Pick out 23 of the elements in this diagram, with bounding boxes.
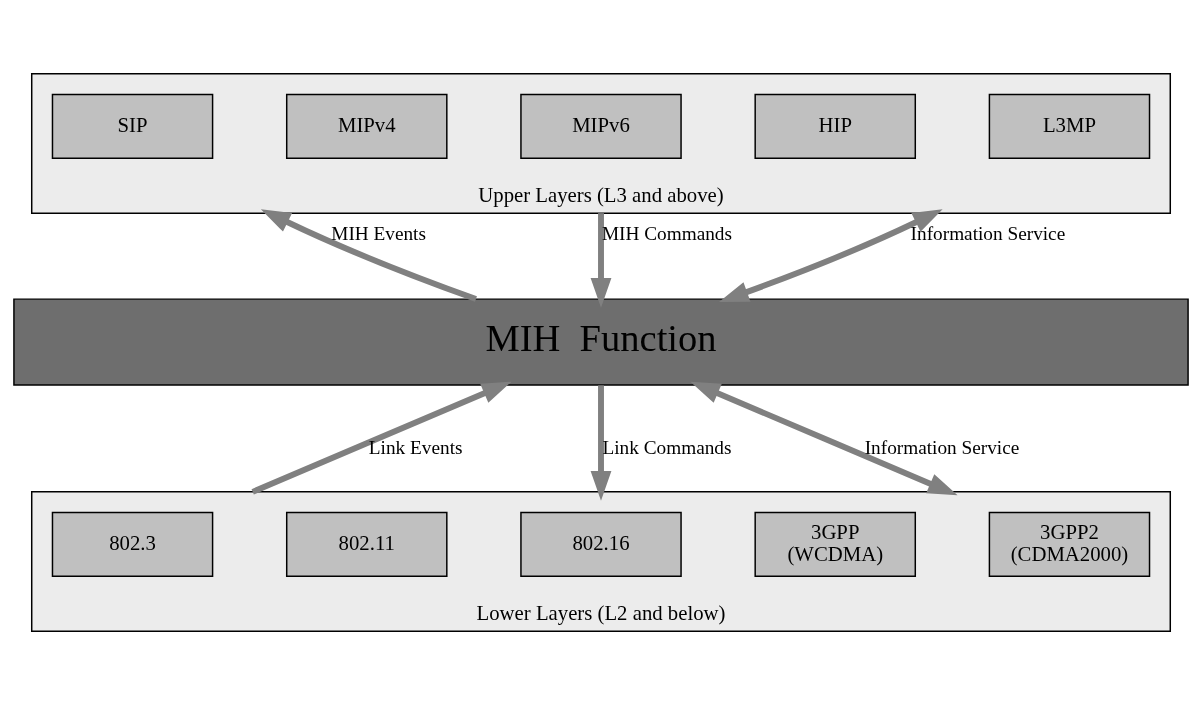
arrow [719, 208, 943, 302]
node-box: MIPv4 [285, 93, 448, 159]
node-box: SIP [51, 93, 214, 159]
arrow [690, 381, 958, 495]
node-box: MIPv6 [520, 93, 682, 159]
arrow [251, 381, 512, 495]
node-box: 802.11 [285, 511, 448, 577]
node-box: L3MP [988, 93, 1151, 159]
node-box: 802.3 [51, 511, 214, 577]
edge-label: Link Commands [602, 436, 732, 458]
node-box: MIH Function [13, 297, 1189, 386]
edge-label: MIH Events [331, 222, 426, 244]
arrow [260, 208, 477, 302]
node-box: 3GPP2 (CDMA2000) [988, 511, 1151, 577]
node-box: 802.16 [520, 511, 682, 577]
edge-label: Information Service [864, 436, 1020, 458]
node-box: HIP [754, 93, 917, 159]
edge-label: Link Events [368, 436, 463, 458]
arrow [590, 212, 612, 308]
node-box: 3GPP (WCDMA) [754, 511, 917, 577]
arrow [590, 384, 612, 501]
edge-label: Information Service [910, 222, 1066, 244]
edge-label: MIH Commands [601, 222, 732, 244]
